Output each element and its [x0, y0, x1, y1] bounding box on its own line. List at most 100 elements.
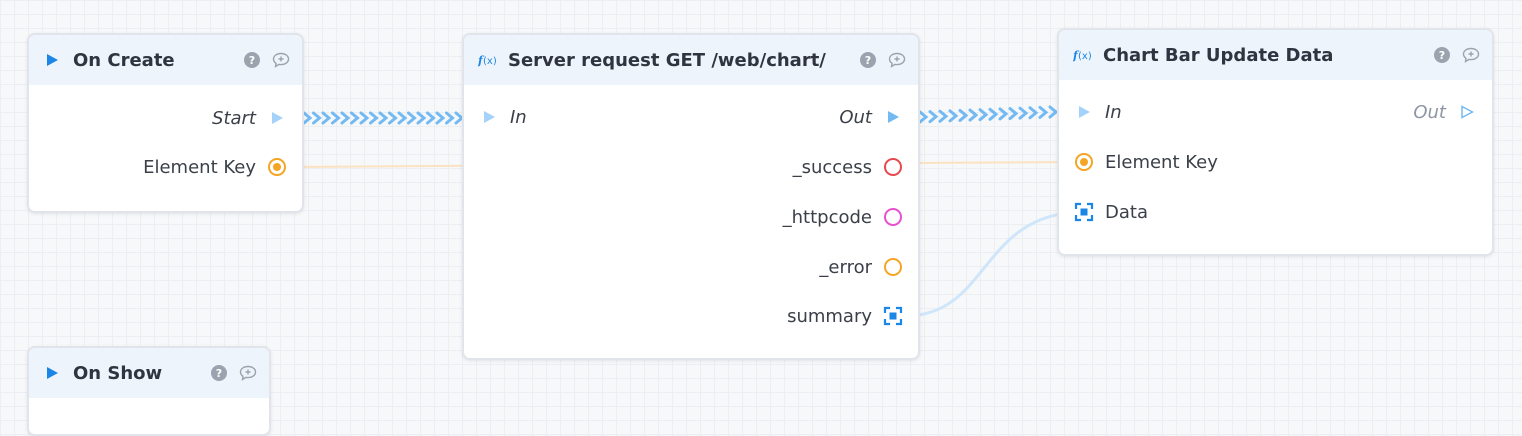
- string-pin[interactable]: [882, 256, 904, 278]
- comment-add-icon[interactable]: [239, 365, 257, 381]
- exec-wire-chevron: [928, 110, 939, 124]
- exec-wire-chevron: [350, 111, 360, 125]
- object-pin[interactable]: [882, 305, 904, 327]
- function-fx-icon: f(x): [1073, 46, 1091, 64]
- exec-pin-out[interactable]: [1456, 101, 1478, 123]
- exec-wire-chevron: [948, 109, 959, 123]
- svg-text:?: ?: [216, 367, 222, 380]
- exec-wire-chevron: [968, 108, 979, 122]
- svg-text:?: ?: [865, 54, 871, 67]
- exec-wire-chevron: [1008, 107, 1019, 121]
- exec-wire-chevron: [397, 111, 408, 125]
- help-circle-icon[interactable]: ?: [860, 52, 876, 68]
- exec-wire-chevron: [918, 110, 929, 124]
- function-fx-icon: f(x): [478, 51, 496, 69]
- input-row-in: In: [1073, 101, 1122, 123]
- output-row-out: Out: [839, 106, 904, 128]
- comment-add-icon[interactable]: [1462, 47, 1480, 63]
- exec-wire-chevron: [988, 107, 999, 121]
- wire-summary-data[interactable]: [904, 210, 1085, 318]
- pin-label: Data: [1105, 201, 1148, 223]
- pin-label: In: [510, 106, 527, 128]
- svg-text:(x): (x): [483, 56, 496, 67]
- exec-wire-chevron: [426, 111, 436, 125]
- pin-label: In: [1105, 101, 1122, 123]
- exec-wire-chevron: [1028, 106, 1039, 120]
- svg-text:?: ?: [249, 54, 255, 67]
- node-on-create[interactable]: On Create ? Start Element Key: [27, 33, 304, 213]
- output-row-element-key: Element Key: [143, 156, 288, 178]
- pin-label: Element Key: [1105, 151, 1218, 173]
- wire-exec-out-in[interactable]: [918, 105, 1059, 124]
- pin-label: Start: [212, 107, 256, 129]
- node-header[interactable]: On Show ?: [29, 348, 269, 398]
- exec-pin-out[interactable]: [882, 106, 904, 128]
- exec-wire-chevron: [378, 111, 389, 125]
- node-header[interactable]: On Create ?: [29, 35, 302, 85]
- exec-wire-chevron: [1018, 106, 1029, 120]
- exec-wire-chevron: [331, 111, 341, 125]
- input-row-in: In: [478, 106, 527, 128]
- output-row-httpcode: _httpcode: [783, 206, 904, 228]
- comment-add-icon[interactable]: [272, 52, 290, 68]
- pin-label: Out: [839, 106, 872, 128]
- exec-wire-chevron: [321, 111, 332, 125]
- node-server-request[interactable]: f(x) Server request GET /web/chart/ ? In…: [462, 33, 920, 360]
- exec-wire-chevron: [1038, 105, 1049, 119]
- node-title: On Show: [73, 362, 163, 384]
- output-row-success: _success: [793, 156, 904, 178]
- exec-pin-out[interactable]: [266, 107, 288, 129]
- exec-wire-chevron: [435, 111, 446, 125]
- exec-pin-in[interactable]: [1073, 101, 1095, 123]
- svg-text:(x): (x): [1078, 51, 1091, 62]
- exec-wire-chevron: [359, 111, 370, 125]
- pin-label: summary: [787, 305, 872, 327]
- node-title: Server request GET /web/chart/: [508, 49, 826, 71]
- output-row-summary: summary: [787, 305, 904, 327]
- pin-label: Element Key: [143, 156, 256, 178]
- help-circle-icon[interactable]: ?: [1434, 47, 1450, 63]
- element-key-pin[interactable]: [266, 156, 288, 178]
- number-pin[interactable]: [882, 206, 904, 228]
- output-row-out: Out: [1413, 101, 1478, 123]
- help-circle-icon[interactable]: ?: [211, 365, 227, 381]
- exec-wire-chevron: [416, 111, 427, 125]
- element-key-pin[interactable]: [1073, 151, 1095, 173]
- exec-wire-chevron: [1048, 105, 1059, 119]
- wire-exec-start-in[interactable]: [302, 111, 465, 125]
- exec-wire-chevron: [958, 108, 969, 122]
- exec-wire-chevron: [369, 111, 379, 125]
- svg-text:f: f: [1073, 49, 1080, 62]
- exec-wire-chevron: [998, 107, 1009, 121]
- pin-label: _error: [819, 256, 872, 278]
- exec-wire-chevron: [445, 111, 455, 125]
- exec-wire-chevron: [302, 111, 313, 125]
- output-row-start: Start: [212, 107, 288, 129]
- input-row-data: Data: [1073, 201, 1148, 223]
- boolean-pin[interactable]: [882, 156, 904, 178]
- svg-text:?: ?: [1439, 49, 1445, 62]
- node-header[interactable]: f(x) Server request GET /web/chart/ ?: [464, 35, 918, 85]
- node-on-show[interactable]: On Show ?: [27, 346, 271, 436]
- input-row-element-key: Element Key: [1073, 151, 1218, 173]
- svg-text:f: f: [478, 54, 485, 67]
- exec-wire-chevron: [312, 111, 322, 125]
- exec-wire-chevron: [388, 111, 398, 125]
- exec-wire-chevron: [938, 109, 949, 123]
- node-header[interactable]: f(x) Chart Bar Update Data ?: [1059, 30, 1492, 80]
- exec-wire-chevron: [407, 111, 417, 125]
- play-triangle-icon: [43, 51, 61, 69]
- node-title: Chart Bar Update Data: [1103, 44, 1334, 66]
- node-chart-bar-update-data[interactable]: f(x) Chart Bar Update Data ? In Out Elem…: [1057, 28, 1494, 256]
- node-title: On Create: [73, 49, 175, 71]
- help-circle-icon[interactable]: ?: [244, 52, 260, 68]
- pin-label: _httpcode: [782, 206, 872, 228]
- output-row-error: _error: [819, 256, 904, 278]
- exec-wire-chevron: [340, 111, 351, 125]
- play-triangle-icon: [43, 364, 61, 382]
- pin-label: _success: [792, 156, 872, 178]
- object-pin[interactable]: [1073, 201, 1095, 223]
- exec-pin-in[interactable]: [478, 106, 500, 128]
- pin-label: Out: [1413, 101, 1446, 123]
- comment-add-icon[interactable]: [888, 52, 906, 68]
